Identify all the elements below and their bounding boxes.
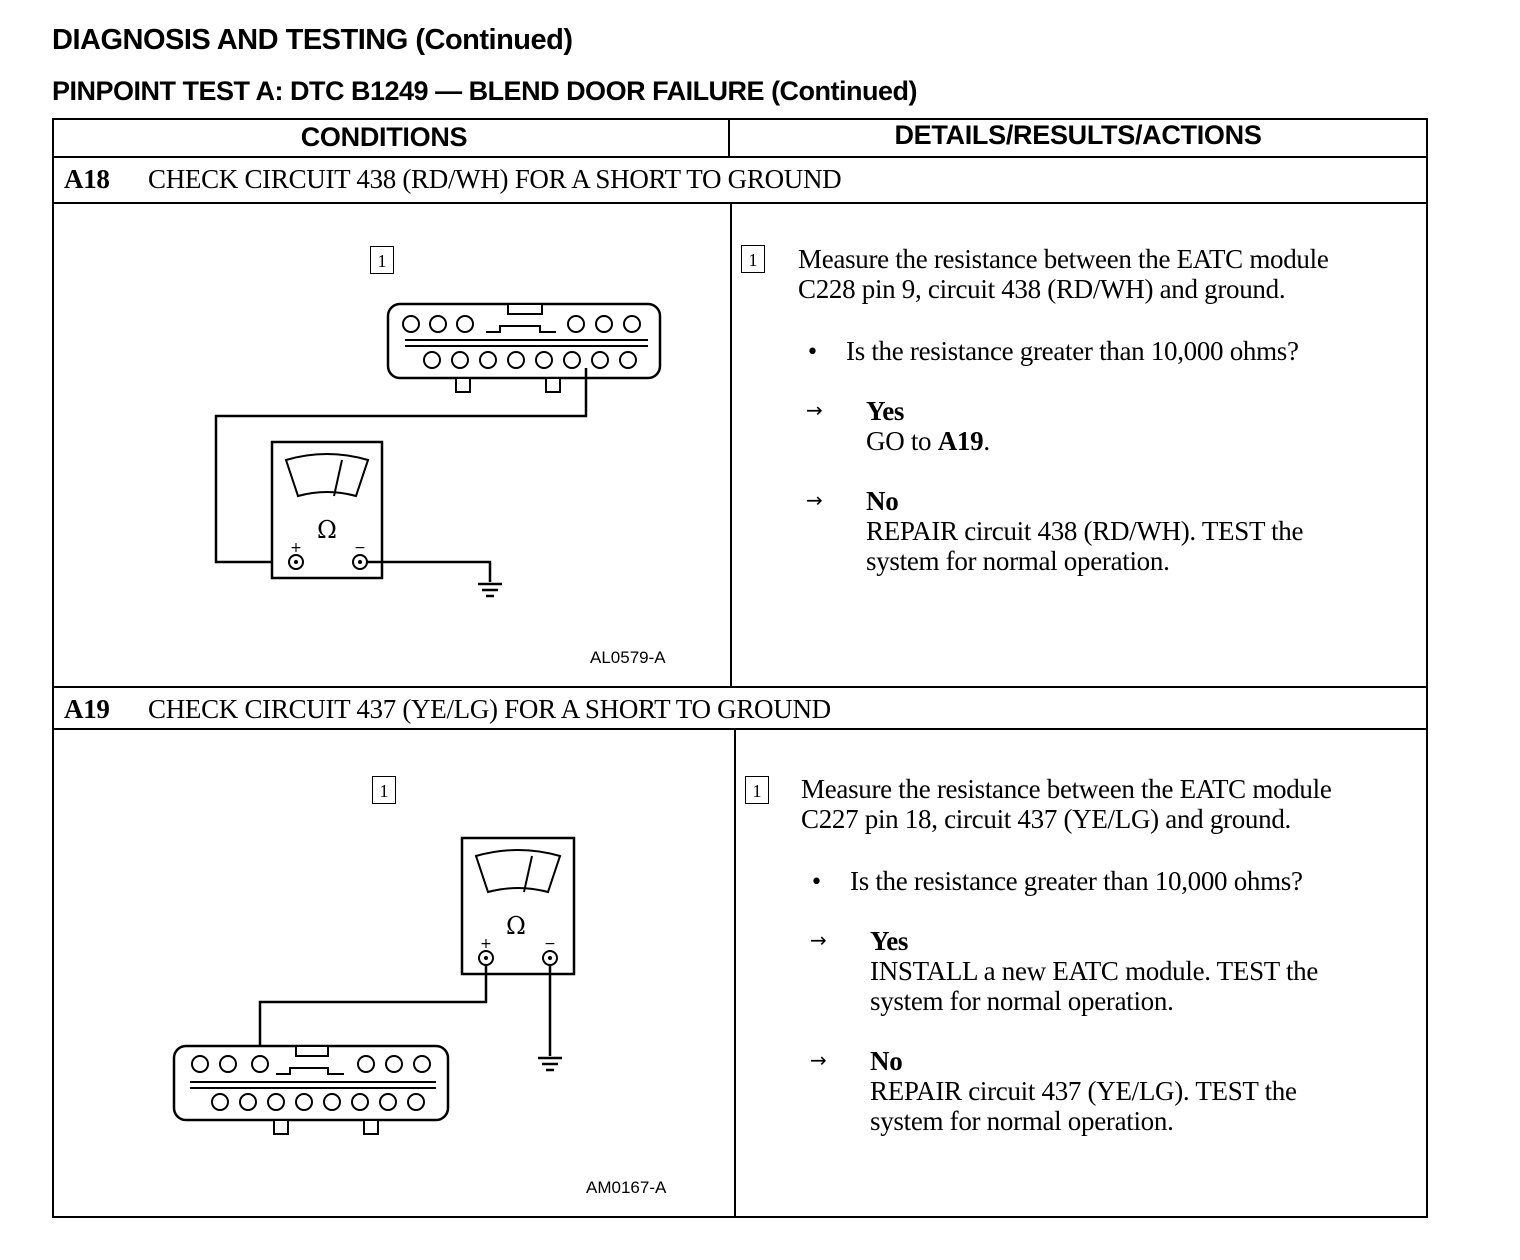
yes-label-a19: Yes — [870, 926, 909, 956]
wiring-diagram-a18: Ω + − — [214, 302, 662, 598]
detail-callout-a18: 1 — [741, 245, 765, 273]
svg-text:−: − — [544, 936, 556, 952]
svg-text:+: + — [480, 936, 492, 952]
detail-callout-a19: 1 — [745, 776, 769, 804]
col-divider-a19 — [734, 728, 736, 1216]
no-action-line-1: REPAIR circuit 437 (YE/LG). TEST the — [870, 1076, 1297, 1106]
ohm-symbol: Ω — [506, 912, 526, 940]
column-header-details: DETAILS/RESULTS/ACTIONS — [894, 120, 1262, 150]
figure-code-a19: AM0167-A — [586, 1178, 667, 1197]
right-arrow-icon: → — [810, 928, 827, 952]
right-arrow-icon: → — [806, 488, 823, 512]
no-label-a19: No — [870, 1046, 903, 1076]
svg-text:−: − — [354, 540, 366, 556]
header-divider — [728, 120, 730, 156]
row-rule-a18-end — [54, 686, 1426, 688]
instruction-line-2: C227 pin 18, circuit 437 (YE/LG) and gro… — [801, 804, 1291, 834]
col-divider-a18 — [730, 202, 732, 686]
connector-icon — [386, 302, 662, 393]
ohmmeter-icon: Ω + − — [460, 836, 576, 976]
ground-symbol-icon — [478, 582, 502, 598]
yes-label-a18: Yes — [866, 396, 905, 426]
no-action-line-1: REPAIR circuit 438 (RD/WH). TEST the — [866, 516, 1304, 546]
no-action-line-2: system for normal operation. — [870, 1106, 1174, 1136]
ohm-symbol: Ω — [317, 516, 337, 544]
column-header-conditions: CONDITIONS — [300, 122, 468, 152]
wiring-diagram-a19: Ω + − — [172, 836, 576, 1135]
step-id: A18 — [64, 164, 110, 194]
ohmmeter-icon: Ω + − — [270, 440, 384, 580]
ground-symbol-icon — [538, 1056, 562, 1072]
bullet-icon: • — [806, 340, 819, 365]
right-arrow-icon: → — [806, 398, 823, 422]
step-header-a18: A18 CHECK CIRCUIT 438 (RD/WH) FOR A SHORT… — [64, 164, 842, 195]
instruction-line-2: C228 pin 9, circuit 438 (RD/WH) and grou… — [798, 274, 1286, 304]
question-a19: Is the resistance greater than 10,000 oh… — [850, 866, 1303, 896]
yes-action-a18: GO to A19. — [866, 426, 990, 456]
page-title: DIAGNOSIS AND TESTING (Continued) — [52, 24, 573, 56]
step-ref-link: A19 — [937, 426, 984, 456]
instruction-line-1: Measure the resistance between the EATC … — [801, 774, 1332, 804]
connector-icon — [172, 1044, 450, 1135]
row-rule-a18 — [54, 202, 1426, 204]
no-action-line-2: system for normal operation. — [866, 546, 1170, 576]
yes-action-line-2: system for normal operation. — [870, 986, 1174, 1016]
step-id: A19 — [64, 694, 110, 724]
instruction-line-1: Measure the resistance between the EATC … — [798, 244, 1329, 274]
svg-text:+: + — [290, 540, 302, 556]
page-subtitle: PINPOINT TEST A: DTC B1249 — BLEND DOOR … — [52, 76, 918, 106]
step-title: CHECK CIRCUIT 438 (RD/WH) FOR A SHORT TO… — [148, 164, 842, 194]
no-label-a18: No — [866, 486, 899, 516]
step-header-a19: A19 CHECK CIRCUIT 437 (YE/LG) FOR A SHORT… — [64, 694, 831, 725]
right-arrow-icon: → — [810, 1048, 827, 1072]
yes-action-line-1: INSTALL a new EATC module. TEST the — [870, 956, 1319, 986]
diagram-callout-a19: 1 — [372, 776, 396, 804]
question-a18: Is the resistance greater than 10,000 oh… — [846, 336, 1299, 366]
row-rule-a19 — [54, 728, 1426, 730]
bullet-icon: • — [810, 870, 823, 895]
step-title: CHECK CIRCUIT 437 (YE/LG) FOR A SHORT TO… — [148, 694, 831, 724]
header-rule — [54, 156, 1426, 158]
figure-code-a18: AL0579-A — [590, 648, 666, 667]
diagram-callout-a18: 1 — [370, 246, 394, 274]
